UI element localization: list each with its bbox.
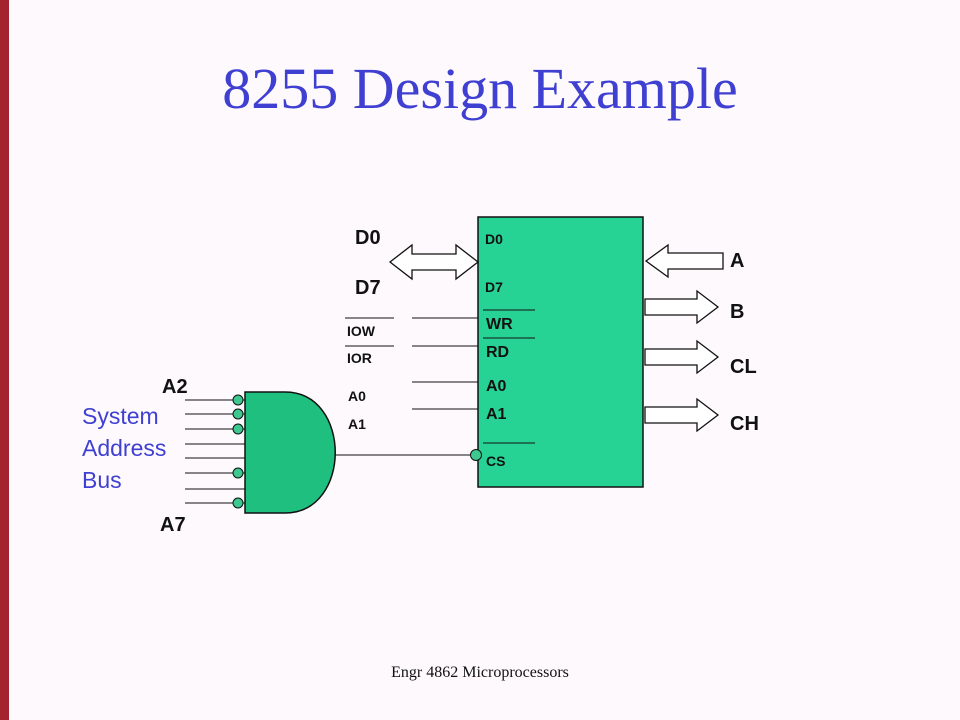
bus-label-a1: A1 [348,416,366,432]
chip-pin-wr: WR [486,316,513,333]
system-address-bus-line3: Bus [82,467,122,493]
port-cl-arrow-out [644,339,720,375]
inverter-bubble-2 [232,408,244,420]
address-label-a2: A2 [162,376,188,398]
port-a-arrow-in [644,243,724,279]
bus-label-d0: D0 [355,227,381,249]
chip-pin-rd: RD [486,344,509,361]
address-decoder-and-gate [244,391,336,514]
data-bus-double-arrow [388,243,480,281]
bus-label-ior: IOR [347,350,372,366]
chip-pin-a1: A1 [486,406,507,423]
port-label-b: B [730,301,744,323]
port-label-ch: CH [730,413,759,435]
inverter-bubble-1 [232,394,244,406]
system-address-bus-line1: System [82,403,159,429]
system-address-bus-line2: Address [82,435,166,461]
slide-footer: Engr 4862 Microprocessors [391,664,569,681]
port-ch-arrow-out [644,397,720,433]
chip-pin-d0: D0 [485,231,503,247]
port-label-a: A [730,250,744,272]
slide-title: 8255 Design Example [222,56,738,121]
bus-label-d7: D7 [355,277,381,299]
slide-accent-bar [0,0,9,720]
inverter-bubble-6 [232,467,244,479]
8255-chip-body [477,216,644,488]
cs-inverter-bubble [470,449,482,461]
inverter-bubble-8 [232,497,244,509]
inverter-bubble-3 [232,423,244,435]
bus-label-iow: IOW [347,323,376,339]
bus-label-a0: A0 [348,388,366,404]
port-label-cl: CL [730,356,757,378]
port-b-arrow-out [644,289,720,325]
chip-pin-cs: CS [486,453,505,469]
address-label-a7: A7 [160,514,186,536]
chip-pin-d7: D7 [485,279,503,295]
chip-pin-a0: A0 [486,378,507,395]
